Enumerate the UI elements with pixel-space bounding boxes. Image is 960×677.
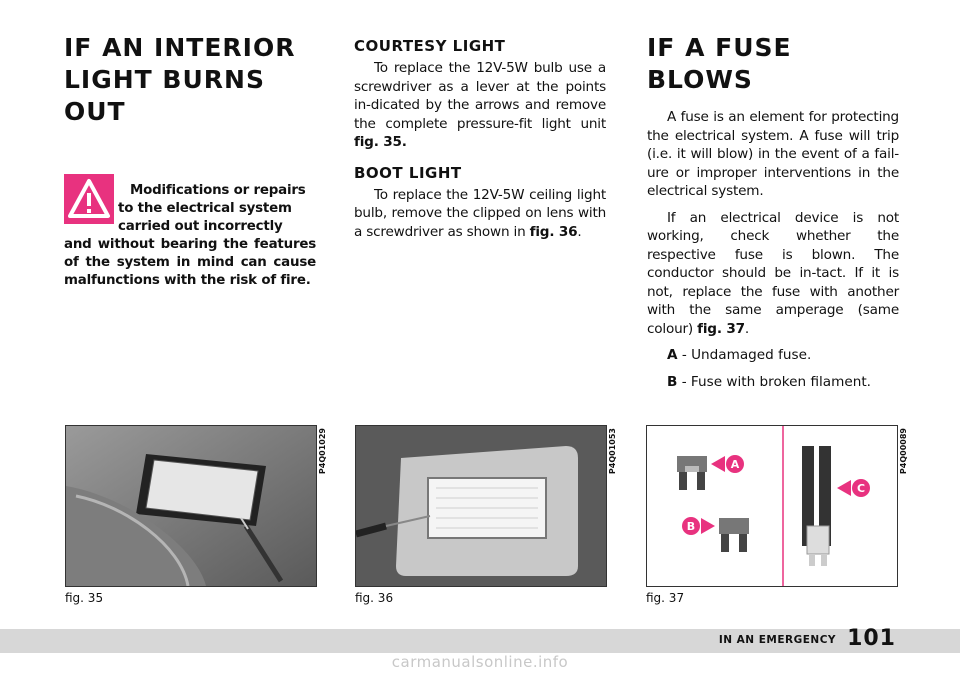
heading-interior-light: IF AN INTERIOR LIGHT BURNS OUT — [64, 32, 316, 128]
figure-37-caption: fig. 37 — [646, 591, 685, 605]
item-b-key: B — [667, 373, 678, 390]
boot-light-heading: BOOT LIGHT — [354, 163, 462, 182]
fuse-b-icon — [719, 518, 749, 552]
boot-light-text: To replace the 12V-5W ceiling light bulb… — [354, 186, 606, 242]
footer-bar — [0, 629, 960, 653]
fuse-illustration: A B C — [647, 426, 897, 586]
boot-text-end: . — [577, 223, 582, 240]
heading-line-2: LIGHT BURNS OUT — [64, 65, 265, 126]
courtesy-light-text: To replace the 12V-5W bulb use a screwdr… — [354, 59, 606, 152]
fig36-ref: fig. 36 — [529, 223, 578, 240]
item-a-text: - Undamaged fuse. — [677, 347, 812, 363]
fig37-ref: fig. 37 — [697, 320, 745, 337]
callout-b: B — [687, 520, 695, 533]
callout-c: C — [857, 482, 865, 495]
column-2: COURTESY LIGHT To replace the 12V-5W bul… — [354, 32, 606, 249]
warning-line-2: to the electrical system — [118, 201, 292, 216]
fuse-para-2-body: If an electrical device is not working, … — [647, 209, 899, 337]
item-b-text: - Fuse with broken filament. — [677, 373, 872, 390]
warning-line-3: carried out incorrectly — [118, 219, 283, 234]
figure-37-code: P4Q00089 — [899, 428, 908, 475]
figure-36-caption: fig. 36 — [355, 591, 394, 605]
boot-light-illustration — [356, 426, 606, 586]
courtesy-text-body: To replace the 12V-5W bulb use a screwdr… — [354, 60, 606, 132]
boot-text-body: To replace the 12V-5W ceiling light bulb… — [354, 186, 606, 240]
figure-36-code: P4Q01053 — [608, 428, 617, 475]
warning-rest: and without bearing the features of the … — [64, 237, 316, 288]
fig35-ref: fig. 35. — [354, 134, 407, 150]
courtesy-light-illustration — [66, 426, 316, 586]
figure-35-code: P4Q01029 — [318, 428, 327, 475]
figure-35-caption: fig. 35 — [65, 591, 104, 605]
fuse-para-1: A fuse is an element for protecting the … — [647, 109, 899, 199]
figure-37-image: A B C — [646, 425, 898, 587]
fuse-a-icon — [677, 456, 707, 490]
heading-line-1: IF AN INTERIOR — [64, 33, 296, 62]
warning-line-1: Modifications or repairs — [130, 183, 306, 198]
page-number: 101 — [847, 626, 896, 651]
list-item-a: A - Undamaged fuse. — [667, 346, 899, 365]
fuse-puller-icon — [802, 446, 831, 566]
watermark: carmanualsonline.info — [391, 653, 569, 671]
figure-36-image — [355, 425, 607, 587]
footer-section-title: IN AN EMERGENCY — [718, 634, 836, 646]
callout-a: A — [731, 458, 740, 471]
warning-block: Modifications or repairs to the electric… — [64, 174, 316, 290]
courtesy-light-heading: COURTESY LIGHT — [354, 37, 506, 55]
figure-35-image — [65, 425, 317, 587]
column-1: IF AN INTERIOR LIGHT BURNS OUT Modificat… — [64, 32, 316, 290]
heading-fuse-blows: IF A FUSE BLOWS — [647, 33, 792, 94]
item-a-key: A — [667, 347, 678, 363]
column-3: IF A FUSE BLOWS A fuse is an element for… — [647, 32, 899, 399]
list-item-b: B - Fuse with broken filament. — [667, 373, 899, 392]
fuse-para-2-end: . — [744, 320, 749, 337]
warning-text: Modifications or repairs to the electric… — [64, 182, 316, 290]
warning-icon — [64, 174, 114, 224]
fuse-para-2: If an electrical device is not working, … — [647, 209, 899, 339]
